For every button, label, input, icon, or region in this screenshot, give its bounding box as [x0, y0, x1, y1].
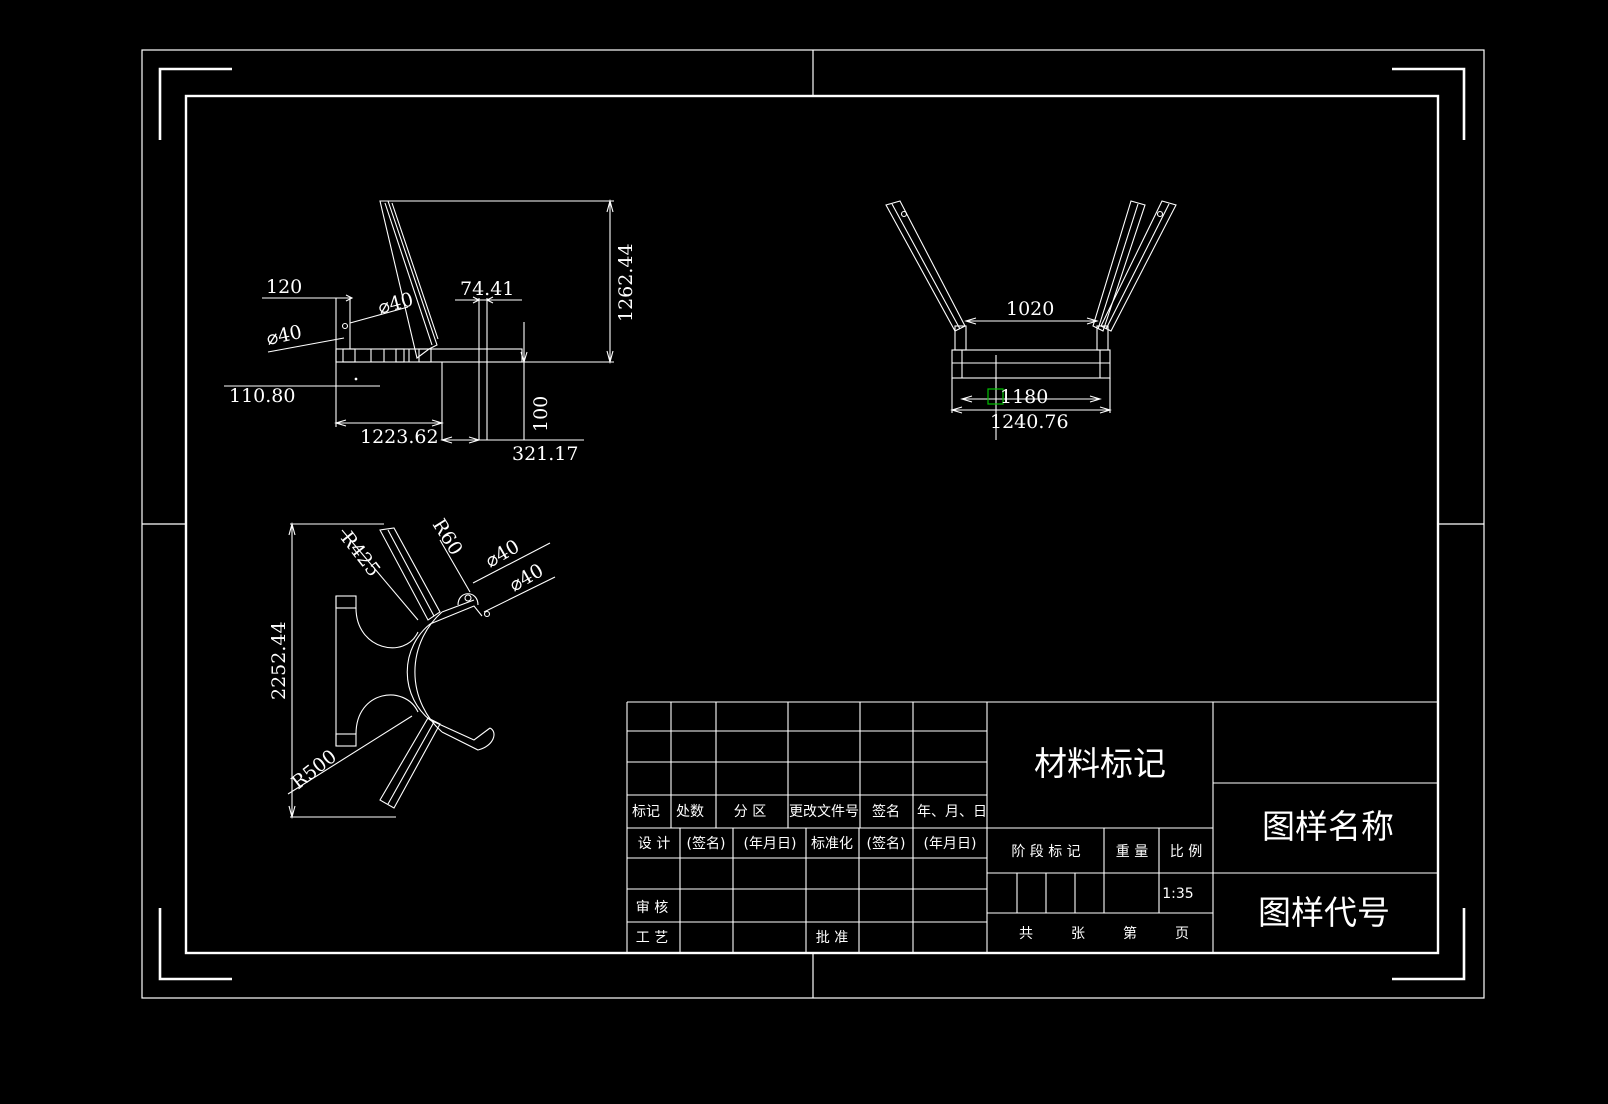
scale-header: 比 例	[1170, 844, 1202, 860]
approve-label: 批 准	[816, 930, 848, 946]
weight-header: 重 量	[1116, 844, 1148, 860]
dim-120: 120	[266, 276, 302, 298]
stage-header: 阶 段 标 记	[1011, 844, 1080, 860]
inner-frame	[184, 94, 1440, 955]
rev-header-count: 处数	[676, 804, 704, 820]
front-view	[885, 200, 1177, 440]
sheet-number-label: 第	[1123, 925, 1137, 942]
review-label: 审 核	[636, 900, 668, 916]
design-label: 设 计	[638, 836, 670, 852]
scale-value: 1:35	[1162, 886, 1193, 902]
sheet-page-label: 页	[1175, 926, 1189, 942]
rev-header-sign: 签名	[872, 803, 900, 820]
dim-74-41: 74.41	[460, 278, 514, 300]
dim-2252-44: 2252.44	[268, 621, 290, 700]
dim-1180: 1180	[1000, 386, 1048, 408]
title-block	[626, 701, 1438, 953]
cursor-marker	[987, 388, 1004, 405]
dim-1240-76: 1240.76	[990, 411, 1069, 433]
rev-header-mark: 标记	[632, 804, 660, 820]
design-date: (年月日)	[744, 836, 797, 852]
design-sign: (签名)	[687, 835, 726, 852]
rev-header-doc: 更改文件号	[789, 804, 859, 820]
drawing-code: 图样代号	[1258, 893, 1390, 932]
drawing-name: 图样名称	[1262, 807, 1394, 846]
outer-frame	[141, 49, 1485, 999]
dim-100: 100	[530, 396, 552, 432]
front-view-dimensions: 1020 1180 1240.76	[990, 298, 1069, 433]
standardization-sign: (签名)	[867, 835, 906, 852]
top-view	[287, 521, 556, 820]
dim-1020: 1020	[1006, 298, 1054, 320]
rev-header-date: 年、月、日	[917, 804, 987, 820]
standardization-date: (年月日)	[924, 836, 977, 852]
process-label: 工 艺	[636, 930, 668, 946]
side-view	[224, 198, 614, 444]
side-view-dimensions: 120 74.41 ⌀40 ⌀40 110.80 1223.62 321.17 …	[229, 243, 637, 465]
dim-1262-44: 1262.44	[615, 243, 637, 322]
material-mark: 材料标记	[1034, 744, 1166, 783]
title-block-text: 材料标记 图样名称 图样代号 标记 处数 分 区 更改文件号 签名 年、月、日 …	[632, 744, 1394, 946]
corner-marks	[158, 67, 1466, 981]
rev-header-zone: 分 区	[734, 804, 766, 820]
dim-321-17: 321.17	[512, 443, 578, 465]
standardization-label: 标准化	[811, 836, 853, 852]
sheet-unit-label: 张	[1071, 926, 1085, 942]
sheet-total-label: 共	[1019, 926, 1033, 942]
dim-1223-62: 1223.62	[360, 426, 439, 448]
dim-110-80: 110.80	[229, 385, 295, 407]
